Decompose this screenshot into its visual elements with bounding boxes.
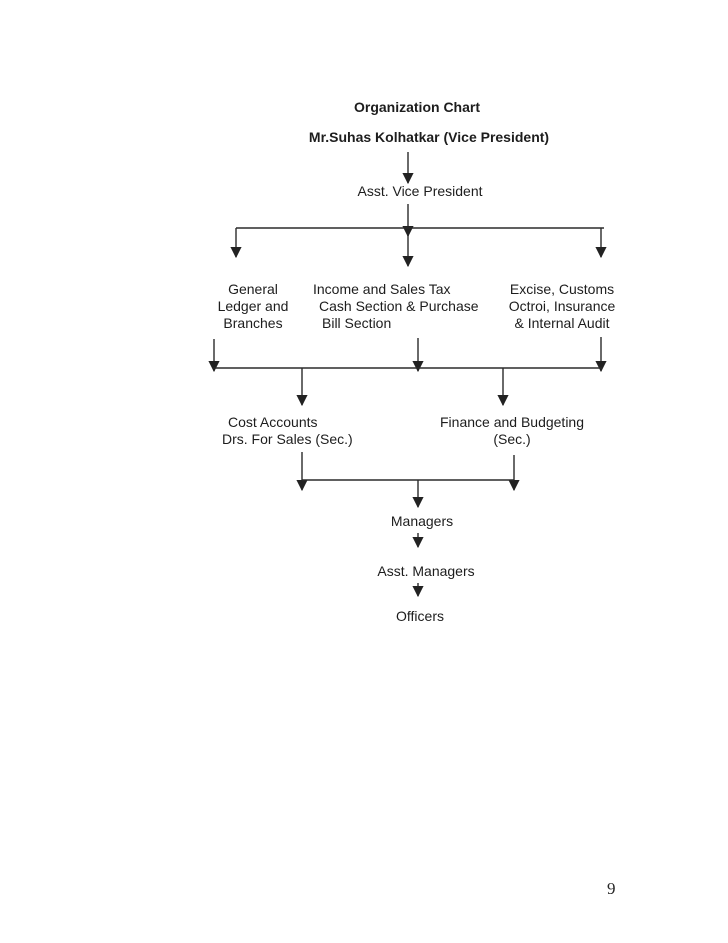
org-deputy-label: Asst. Vice President [357, 183, 483, 199]
dept-line: Ledger and [217, 298, 289, 314]
section-line: Drs. For Sales (Sec.) [222, 431, 353, 447]
connector-lines [208, 152, 607, 598]
section-line: Finance and Budgeting [440, 414, 584, 430]
page-number: 9 [607, 879, 616, 898]
dept-line: Branches [223, 315, 283, 331]
chain-officers-label: Officers [396, 608, 444, 624]
dept-line: General [228, 281, 278, 297]
dept-line: Excise, Customs [509, 281, 615, 297]
chain-asst-managers-label: Asst. Managers [377, 563, 475, 579]
dept-line: Octroi, Insurance [508, 298, 616, 314]
dept-line: Bill Section [322, 315, 392, 331]
chain-managers-label: Managers [390, 513, 454, 529]
section-finance-budgeting-label: Finance and Budgeting (Sec.) [440, 414, 584, 448]
page-title: Organization Chart [353, 99, 481, 115]
section-line: (Sec.) [493, 431, 531, 447]
dept-general-ledger-label: General Ledger and Branches [218, 281, 289, 332]
section-line: Cost Accounts [228, 414, 318, 430]
dept-excise-customs-label: Excise, Customs Octroi, Insurance & Inte… [509, 281, 616, 332]
org-head-label: Mr.Suhas Kolhatkar (Vice President) [308, 129, 550, 145]
dept-line: Cash Section & Purchase [319, 298, 479, 314]
dept-line: Income and Sales Tax [313, 281, 451, 297]
section-cost-accounts-label: Cost Accounts Drs. For Sales (Sec.) [222, 414, 353, 448]
dept-income-sales-tax-label: Income and Sales Tax Cash Section & Purc… [313, 281, 479, 332]
dept-line: & Internal Audit [514, 315, 610, 331]
